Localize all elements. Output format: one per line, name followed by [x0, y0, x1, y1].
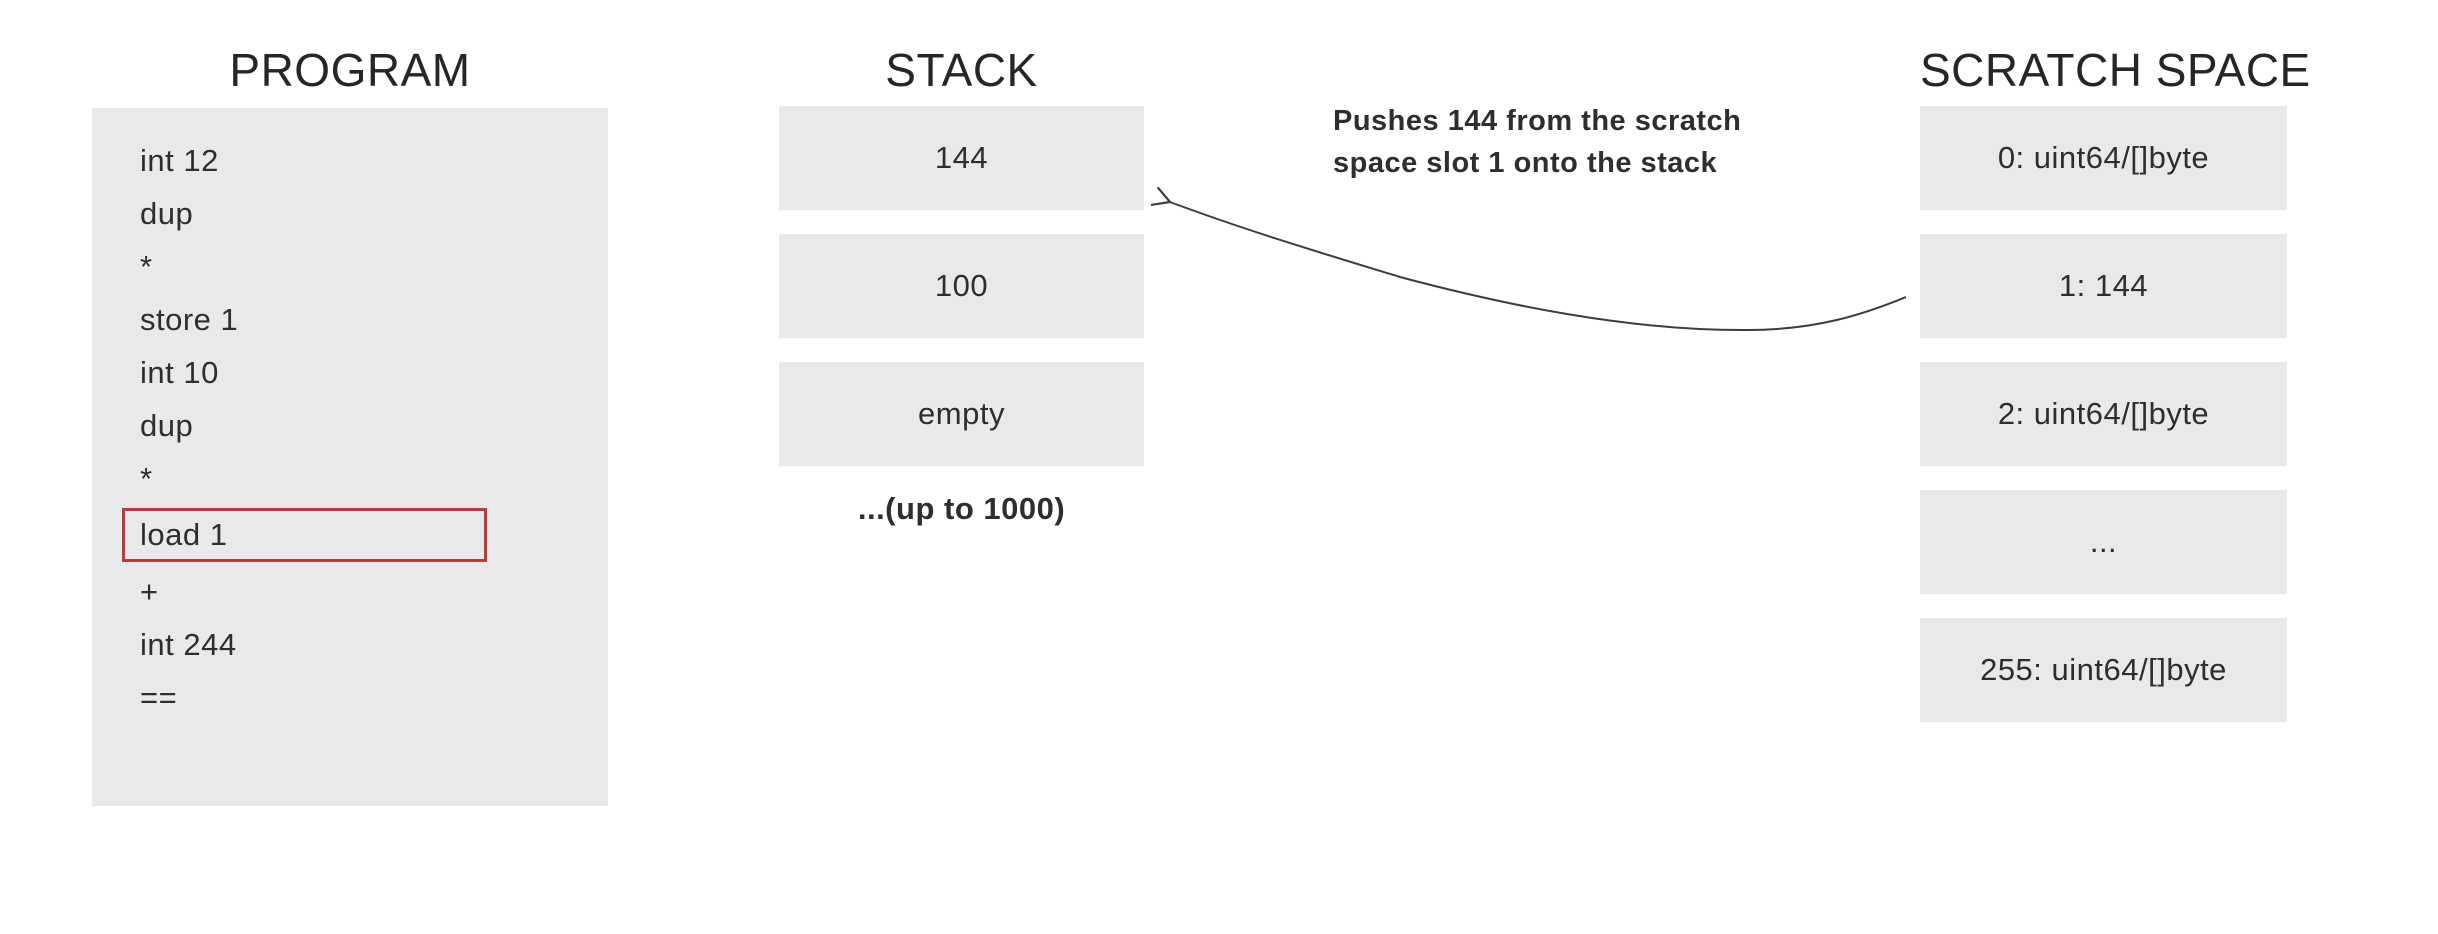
instruction-text: dup [140, 195, 194, 231]
scratch-space-slot: 2: uint64/[]byte [1920, 362, 2287, 466]
stack-title: STACK [885, 44, 1038, 96]
program-instruction: store 1 [140, 293, 608, 346]
arrow-curve [1150, 186, 1907, 332]
instruction-text: + [140, 573, 159, 609]
current-instruction-highlight-box: load 1 [122, 508, 487, 562]
program-instruction: int 10 [140, 346, 608, 399]
instruction-text: int 12 [140, 142, 219, 178]
scratch-space-slot: 0: uint64/[]byte [1920, 106, 2287, 210]
program-instruction: int 244 [140, 618, 608, 671]
instruction-text: int 244 [140, 626, 237, 662]
stack-slot: 144 [779, 106, 1144, 210]
program-instruction: == [140, 671, 608, 724]
instruction-text: * [140, 248, 153, 284]
program-instruction: + [140, 565, 608, 618]
stack-slot: empty [779, 362, 1144, 466]
stack-capacity-note: ...(up to 1000) [857, 491, 1066, 526]
instruction-text: int 10 [140, 354, 219, 390]
program-instruction: * [140, 452, 608, 505]
scratch-space-slot: ... [1920, 490, 2287, 594]
stack-column: 144 100 empty ...(up to 1000) [779, 106, 1144, 528]
program-instruction: * [140, 240, 608, 293]
program-box: int 12 dup * store 1 int 10 dup * load 1 + int 24… [92, 108, 608, 806]
program-instruction-list: int 12 dup * store 1 int 10 dup * load 1 + int 24… [92, 108, 608, 724]
push-annotation-line2: space slot 1 onto the stack [1333, 147, 1718, 179]
instruction-text: == [140, 679, 178, 715]
program-instruction-highlighted: load 1 [122, 505, 608, 565]
program-instruction: int 12 [140, 134, 608, 187]
program-instruction: dup [140, 187, 608, 240]
instruction-text: store 1 [140, 301, 239, 337]
instruction-text: dup [140, 407, 194, 443]
stack-slot: 100 [779, 234, 1144, 338]
scratch-space-slot: 1: 144 [1920, 234, 2287, 338]
program-title: PROGRAM [229, 44, 471, 96]
scratch-space-slot: 255: uint64/[]byte [1920, 618, 2287, 722]
push-annotation: Pushes 144 from the scratch space slot 1… [1333, 100, 1803, 184]
instruction-text: * [140, 460, 153, 496]
scratch-space-column: 0: uint64/[]byte 1: 144 2: uint64/[]byte..… [1920, 106, 2287, 746]
program-instruction: dup [140, 399, 608, 452]
scratch-space-title: SCRATCH SPACE [1920, 44, 2311, 96]
instruction-text: load 1 [140, 517, 228, 552]
push-annotation-line1: Pushes 144 from the scratch [1333, 105, 1742, 137]
